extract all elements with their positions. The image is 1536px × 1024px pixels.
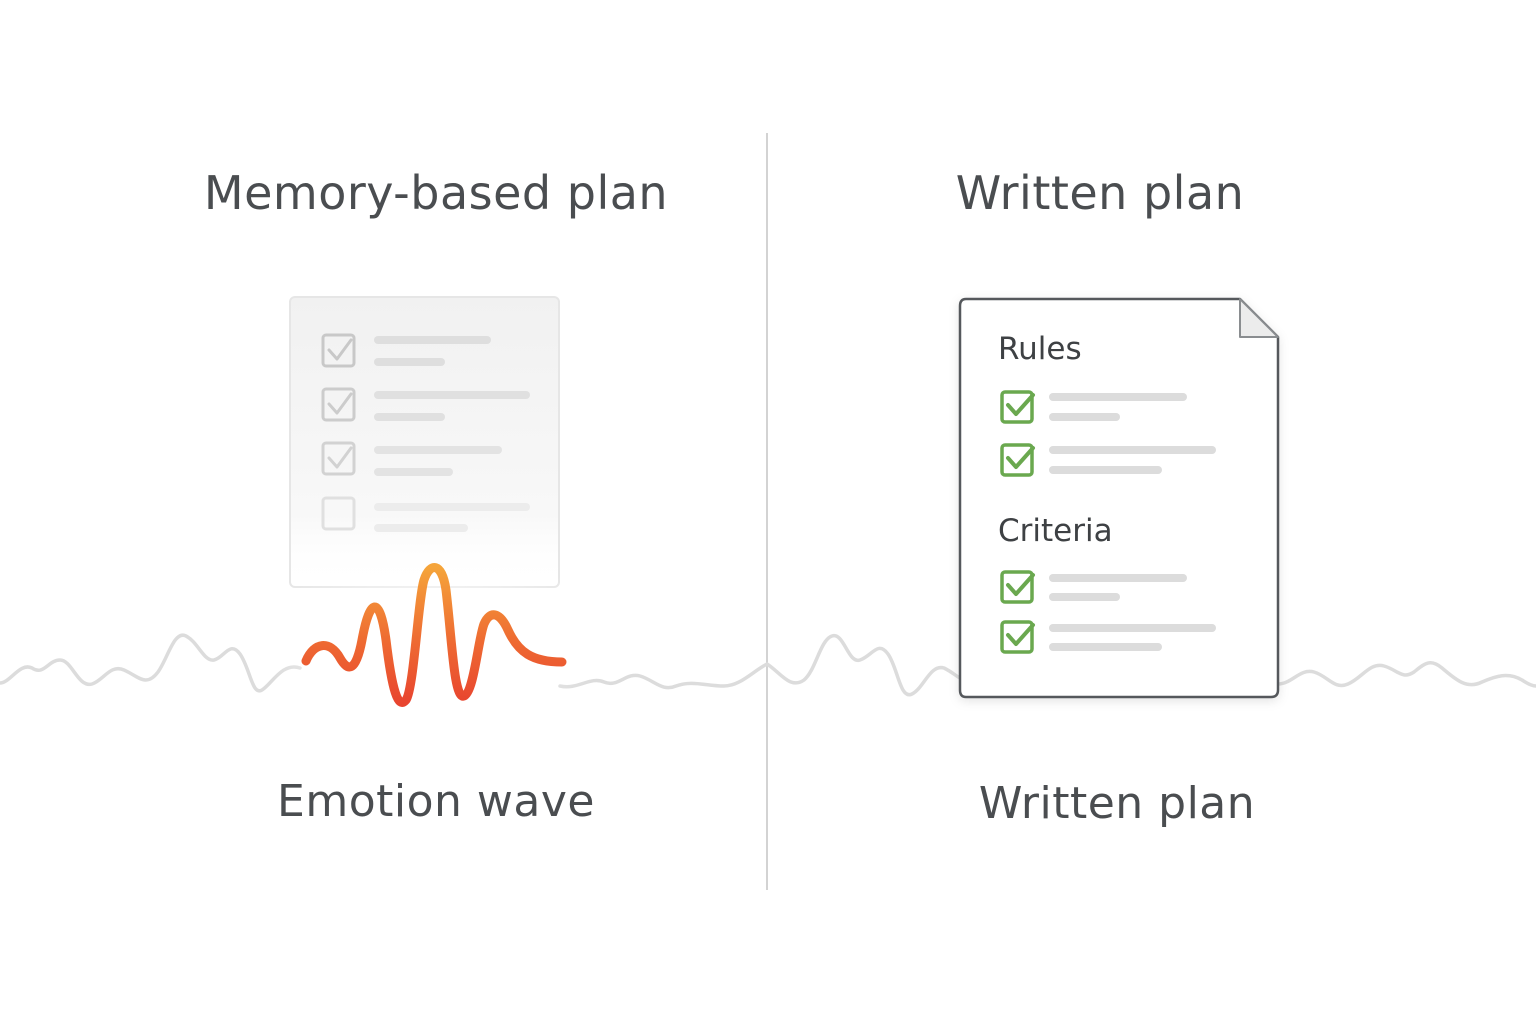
emotion-wave-icon: [301, 563, 567, 707]
document-section-criteria: Criteria: [998, 513, 1113, 549]
background-wave: [0, 633, 1536, 697]
left-panel-heading: Memory-based plan: [203, 166, 669, 220]
checkbox-check-icon: [1000, 390, 1034, 424]
right-panel-heading: Written plan: [955, 166, 1245, 220]
document-section-rules: Rules: [998, 331, 1082, 367]
left-panel-caption: Emotion wave: [277, 776, 595, 827]
document-icon: [958, 297, 1280, 699]
faded-checklist-icon: [289, 296, 560, 588]
rules-checklist: [1000, 390, 1216, 477]
document-folded-corner: [1239, 298, 1279, 338]
checkbox-check-icon: [1000, 570, 1034, 604]
right-panel-caption: Written plan: [978, 778, 1256, 829]
emotion-wave-glow: [254, 550, 614, 730]
checkbox-check-icon: [1000, 620, 1034, 654]
checkbox-check-icon: [1000, 443, 1034, 477]
criteria-checklist: [1000, 570, 1216, 654]
